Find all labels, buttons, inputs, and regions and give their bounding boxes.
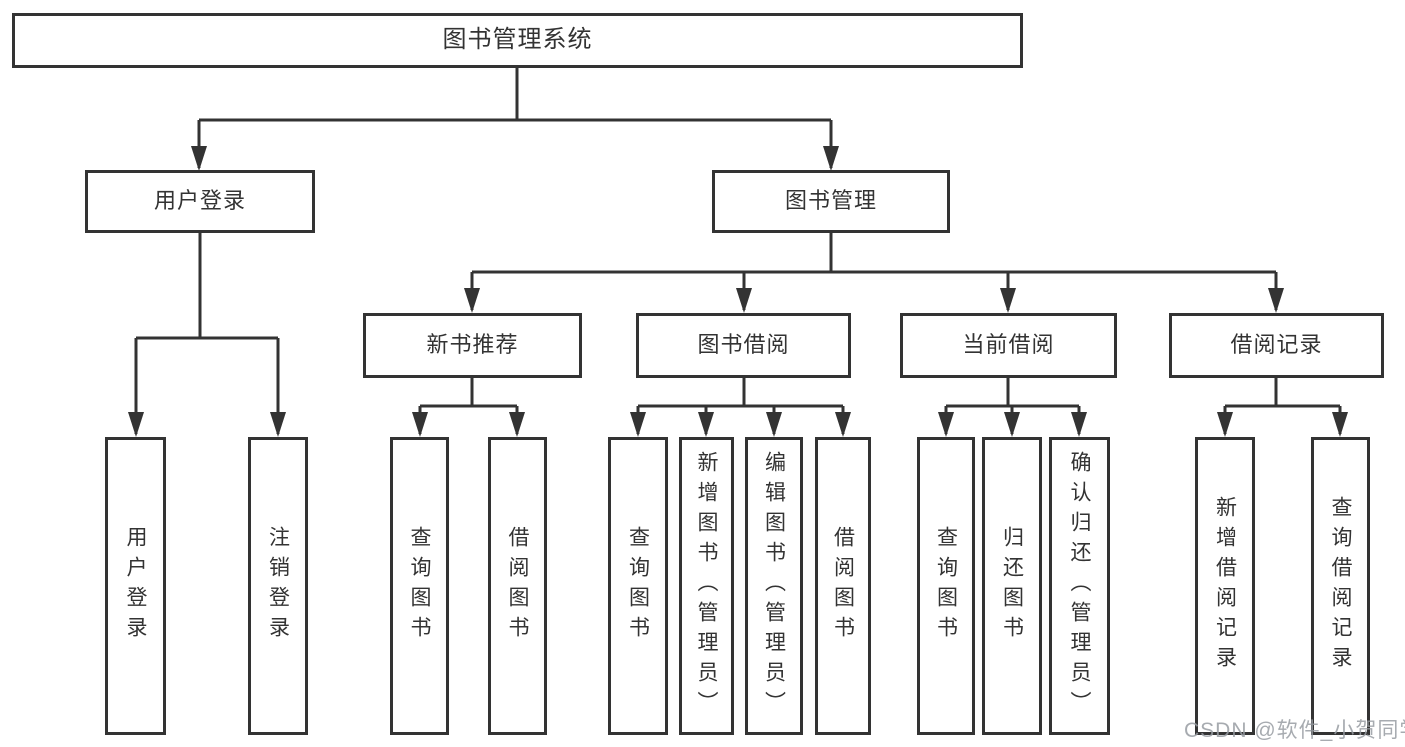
leaf-borrow-books-recommend: 借阅图书 — [488, 437, 547, 735]
node-user-login: 用户登录 — [85, 170, 315, 233]
leaf-user-login: 用户登录 — [105, 437, 166, 735]
edge-userlogin-to-leaves — [134, 233, 280, 434]
node-book-borrowing: 图书借阅 — [636, 313, 851, 378]
arrowheads — [128, 146, 1348, 437]
node-new-book-recommendation: 新书推荐 — [363, 313, 582, 378]
node-root-title: 图书管理系统 — [12, 13, 1023, 68]
leaf-add-borrow-record: 新增借阅记录 — [1195, 437, 1255, 735]
node-borrowing-records: 借阅记录 — [1169, 313, 1384, 378]
leaf-query-books-recommend: 查询图书 — [390, 437, 449, 735]
leaf-logout: 注销登录 — [248, 437, 308, 735]
leaf-add-books-admin: 新增图书（管理员） — [679, 437, 734, 735]
edge-bookborrow-to-leaves — [636, 378, 845, 434]
leaf-confirm-return-admin: 确认归还（管理员） — [1049, 437, 1110, 735]
leaf-query-borrow-record: 查询借阅记录 — [1311, 437, 1370, 735]
leaf-query-books-current: 查询图书 — [917, 437, 975, 735]
leaf-query-books-borrowing: 查询图书 — [608, 437, 668, 735]
csdn-watermark: CSDN @软件_小贺同学 — [1184, 719, 1405, 742]
node-current-borrowing: 当前借阅 — [900, 313, 1117, 378]
edge-newbookrec-to-leaves — [418, 378, 519, 434]
leaf-edit-books-admin: 编辑图书（管理员） — [745, 437, 803, 735]
node-book-management: 图书管理 — [712, 170, 950, 233]
edge-records-to-leaves — [1223, 378, 1342, 434]
leaf-borrow-books-borrowing: 借阅图书 — [815, 437, 871, 735]
leaf-return-books: 归还图书 — [982, 437, 1042, 735]
edge-root-to-level2 — [197, 68, 833, 168]
edge-bookmgmt-to-level3 — [470, 233, 1278, 310]
